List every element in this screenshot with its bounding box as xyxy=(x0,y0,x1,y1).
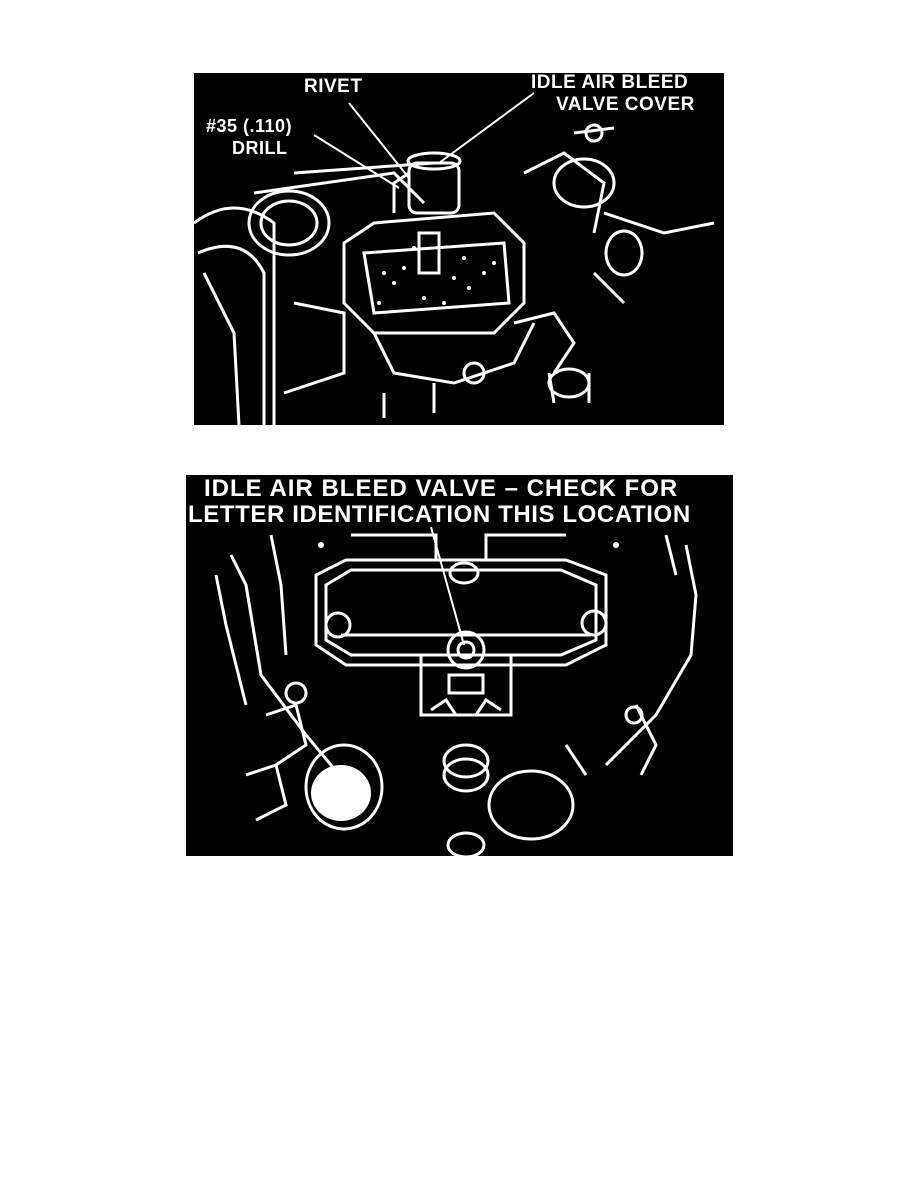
rivet-label: RIVET xyxy=(304,76,363,97)
valve-cover-label-line1: IDLE AIR BLEED xyxy=(531,73,689,93)
drill-size-label: #35 (.110) xyxy=(206,116,293,136)
valve-identification-figure: IDLE AIR BLEED VALVE – CHECK FOR LETTER … xyxy=(186,475,733,856)
identification-label-line2: LETTER IDENTIFICATION THIS LOCATION xyxy=(188,501,691,528)
carburetor-cover-illustration xyxy=(194,92,715,425)
identification-label-line1: IDLE AIR BLEED VALVE – CHECK FOR xyxy=(204,475,679,502)
drill-label: DRILL xyxy=(232,138,288,158)
valve-identification-illustration xyxy=(214,526,698,856)
valve-cover-label-line2: VALVE COVER xyxy=(556,94,695,115)
carburetor-cover-figure: RIVET #35 (.110) DRILL IDLE AIR BLEED VA… xyxy=(194,73,724,425)
